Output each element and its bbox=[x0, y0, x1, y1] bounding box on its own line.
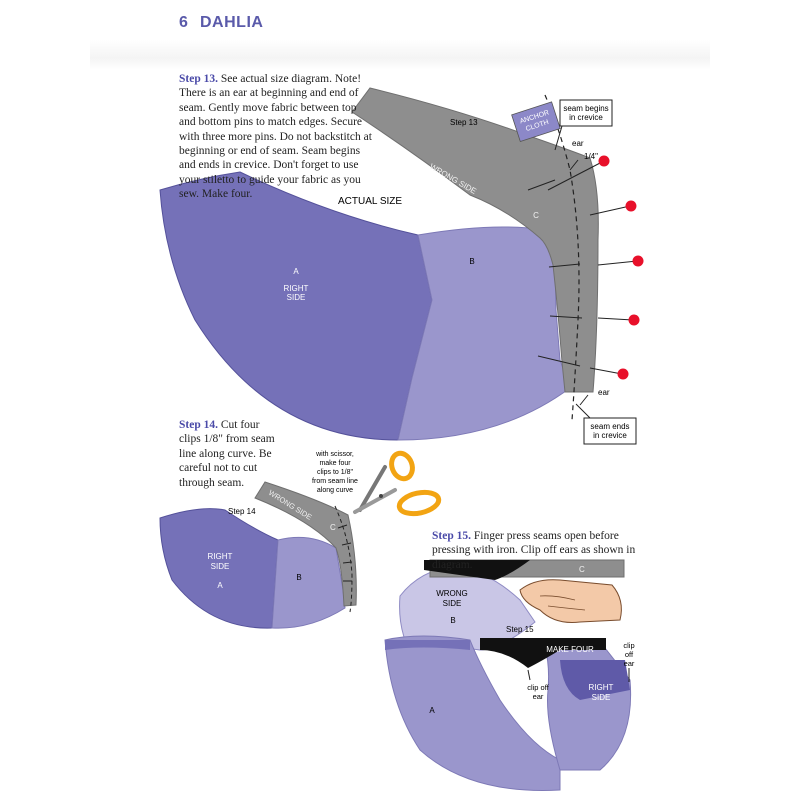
seam-begins-label: seam begins bbox=[563, 104, 608, 113]
step14-instructions: Step 14. Cut four clips 1/8" from seam l… bbox=[179, 418, 279, 490]
step15-seam-black-top bbox=[424, 560, 530, 580]
pin-head bbox=[628, 314, 640, 326]
seam-begins-pointer bbox=[554, 125, 563, 151]
quarter-inch-label: 1/4" bbox=[584, 152, 598, 161]
ear-top-label: ear bbox=[572, 139, 584, 148]
scissor-note: with scissor, bbox=[315, 451, 354, 458]
scissor-note: from seam line bbox=[312, 478, 358, 485]
step14-piece-c-letter: C bbox=[330, 523, 336, 532]
scissor-note: clips to 1/8" bbox=[317, 469, 353, 476]
clip-right-label: clip bbox=[623, 641, 634, 650]
step13-label: Step 13. bbox=[179, 73, 218, 85]
ear-bottom-label: ear bbox=[598, 388, 610, 397]
step15-piece-c-letter: C bbox=[579, 565, 585, 574]
anchor-cloth: ANCHOR CLOTH bbox=[511, 101, 561, 142]
step15-right-side: SIDE bbox=[592, 693, 611, 702]
step15-seam-band-left bbox=[385, 640, 470, 650]
step14-label: Step 14. bbox=[179, 419, 218, 431]
step14-piece-b-letter: B bbox=[296, 573, 301, 582]
clip-left-pointer bbox=[527, 669, 531, 681]
step14-text: Cut four clips 1/8" from seam line along… bbox=[179, 419, 275, 489]
clip-right-label: ear bbox=[624, 659, 635, 668]
step14-seam-line bbox=[334, 505, 353, 613]
make-four-label: MAKE FOUR bbox=[546, 645, 594, 654]
step14-piece-b bbox=[271, 536, 346, 629]
seam-begins-box bbox=[559, 99, 613, 127]
step13-text: See actual size diagram. Note! There is … bbox=[179, 73, 372, 201]
piece-a-letter: A bbox=[293, 267, 299, 276]
seam-ends-label: seam ends bbox=[590, 422, 629, 431]
pin-head bbox=[617, 368, 629, 380]
step13-piece-a bbox=[159, 171, 433, 441]
clip-left-label: clip off bbox=[527, 683, 549, 692]
step15-text: Finger press seams open before pressing … bbox=[432, 530, 636, 571]
step14-piece-a-letter: A bbox=[217, 581, 223, 590]
step15-diagram-label: Step 15 bbox=[506, 625, 534, 634]
piece-a-side-label: SIDE bbox=[287, 293, 306, 302]
seam-ends-label: in crevice bbox=[593, 431, 627, 440]
scissor-note: make four bbox=[319, 460, 351, 467]
piece-b-letter: B bbox=[469, 257, 474, 266]
step15-right-side: RIGHT bbox=[589, 683, 614, 692]
step15-wrong-side: WRONG bbox=[436, 589, 468, 598]
step15-instructions: Step 15. Finger press seams open before … bbox=[432, 529, 642, 572]
step14-diagram-label: Step 14 bbox=[228, 507, 256, 516]
step14-diagram: Step 14 WRONG SIDE C RIGHT SIDE A B with… bbox=[159, 450, 442, 629]
chapter-title: DAHLIA bbox=[200, 14, 264, 31]
header-band bbox=[90, 40, 710, 70]
pin-head bbox=[625, 200, 637, 212]
step14-right-side: SIDE bbox=[211, 562, 230, 571]
step15-piece-a-letter: A bbox=[429, 706, 435, 715]
step13-pins bbox=[527, 155, 644, 380]
quarter-inch-pointer bbox=[569, 159, 579, 171]
clip-right-label: off bbox=[625, 650, 634, 659]
ear-bottom-pointer bbox=[579, 394, 589, 406]
seam-begins-label: in crevice bbox=[569, 113, 603, 122]
step13-instructions: Step 13. See actual size diagram. Note! … bbox=[179, 72, 375, 202]
pin-head bbox=[632, 255, 644, 267]
step15-label: Step 15. bbox=[432, 530, 471, 542]
scissor-note: along curve bbox=[317, 487, 353, 494]
step15-seam-black bbox=[480, 638, 606, 668]
step15-diagram: C WRONG SIDE B A Step 15 MAKE FOUR clip … bbox=[384, 559, 635, 791]
step14-clips bbox=[337, 524, 353, 582]
pin-head bbox=[598, 155, 610, 167]
step15-right-side-panel bbox=[560, 660, 630, 700]
seam-ends-pointer bbox=[575, 403, 591, 419]
step14-right-side: RIGHT bbox=[208, 552, 233, 561]
step13-diagram: ANCHOR CLOTH seam begins in crevice ear … bbox=[159, 87, 644, 445]
page-number: 6 bbox=[179, 14, 188, 31]
step13-diagram-label: Step 13 bbox=[450, 118, 478, 127]
scissors-icon bbox=[353, 450, 442, 517]
step15-wrong-side: SIDE bbox=[443, 599, 462, 608]
actual-size-label: ACTUAL SIZE bbox=[338, 196, 402, 207]
piece-a-side-label: RIGHT bbox=[284, 284, 309, 293]
seam-ends-box bbox=[583, 417, 637, 445]
hand-icon bbox=[519, 579, 622, 623]
piece-c-letter: C bbox=[533, 211, 539, 220]
step15-piece-b-letter: B bbox=[450, 616, 455, 625]
step15-piece-a bbox=[384, 635, 561, 791]
step13-seam-line bbox=[544, 94, 580, 421]
step14-piece-c bbox=[254, 481, 357, 607]
step13-piece-c bbox=[351, 87, 599, 393]
step13-piece-b bbox=[397, 226, 571, 441]
clip-left-label: ear bbox=[533, 692, 544, 701]
